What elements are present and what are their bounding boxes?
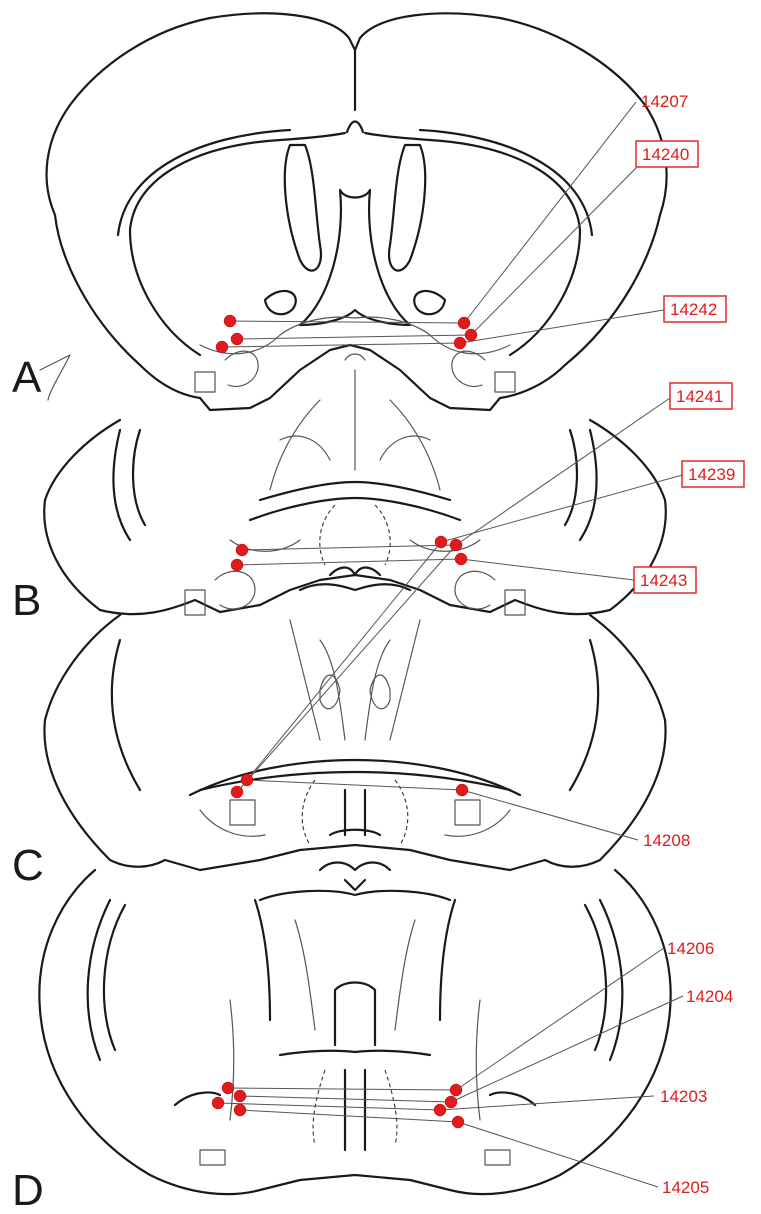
site-marker bbox=[234, 1104, 246, 1116]
site-marker bbox=[212, 1097, 224, 1109]
site-label: 14243 bbox=[640, 571, 687, 590]
site-marker bbox=[241, 774, 253, 786]
site-marker bbox=[458, 317, 470, 329]
brain-section-d bbox=[39, 863, 670, 1195]
site-marker bbox=[234, 1090, 246, 1102]
site-marker bbox=[231, 333, 243, 345]
brain-section-b bbox=[44, 370, 666, 615]
site-label: 14207 bbox=[641, 92, 688, 111]
site-marker bbox=[465, 329, 477, 341]
site-label: 14242 bbox=[670, 300, 717, 319]
site-marker bbox=[450, 1084, 462, 1096]
site-marker bbox=[445, 1096, 457, 1108]
site-label: 14206 bbox=[667, 939, 714, 958]
site-marker bbox=[452, 1116, 464, 1128]
site-labels: 14207 14240 14242 14241 14239 14243 1420… bbox=[634, 92, 744, 1197]
panel-letters: A B C D bbox=[12, 353, 44, 1214]
site-marker bbox=[216, 341, 228, 353]
site-marker bbox=[456, 784, 468, 796]
panel-letter-c: C bbox=[12, 841, 44, 890]
site-marker bbox=[435, 536, 447, 548]
brain-section-c bbox=[44, 615, 665, 870]
site-label: 14239 bbox=[688, 465, 735, 484]
site-label: 14208 bbox=[643, 831, 690, 850]
panel-letter-a: A bbox=[12, 353, 42, 402]
panel-letter-b: B bbox=[12, 576, 41, 625]
panel-letter-d: D bbox=[12, 1166, 44, 1214]
site-label: 14240 bbox=[642, 145, 689, 164]
site-marker bbox=[231, 559, 243, 571]
site-marker bbox=[434, 1104, 446, 1116]
site-marker bbox=[231, 786, 243, 798]
site-label: 14205 bbox=[662, 1178, 709, 1197]
site-label: 14203 bbox=[660, 1087, 707, 1106]
site-marker bbox=[455, 553, 467, 565]
site-marker bbox=[236, 544, 248, 556]
site-marker bbox=[224, 315, 236, 327]
brain-section-a bbox=[40, 13, 667, 410]
site-label: 14204 bbox=[686, 987, 733, 1006]
site-marker bbox=[222, 1082, 234, 1094]
recording-site-markers bbox=[212, 315, 477, 1128]
leader-lines bbox=[218, 102, 686, 1187]
site-marker bbox=[454, 337, 466, 349]
site-label: 14241 bbox=[676, 387, 723, 406]
site-marker bbox=[450, 539, 462, 551]
